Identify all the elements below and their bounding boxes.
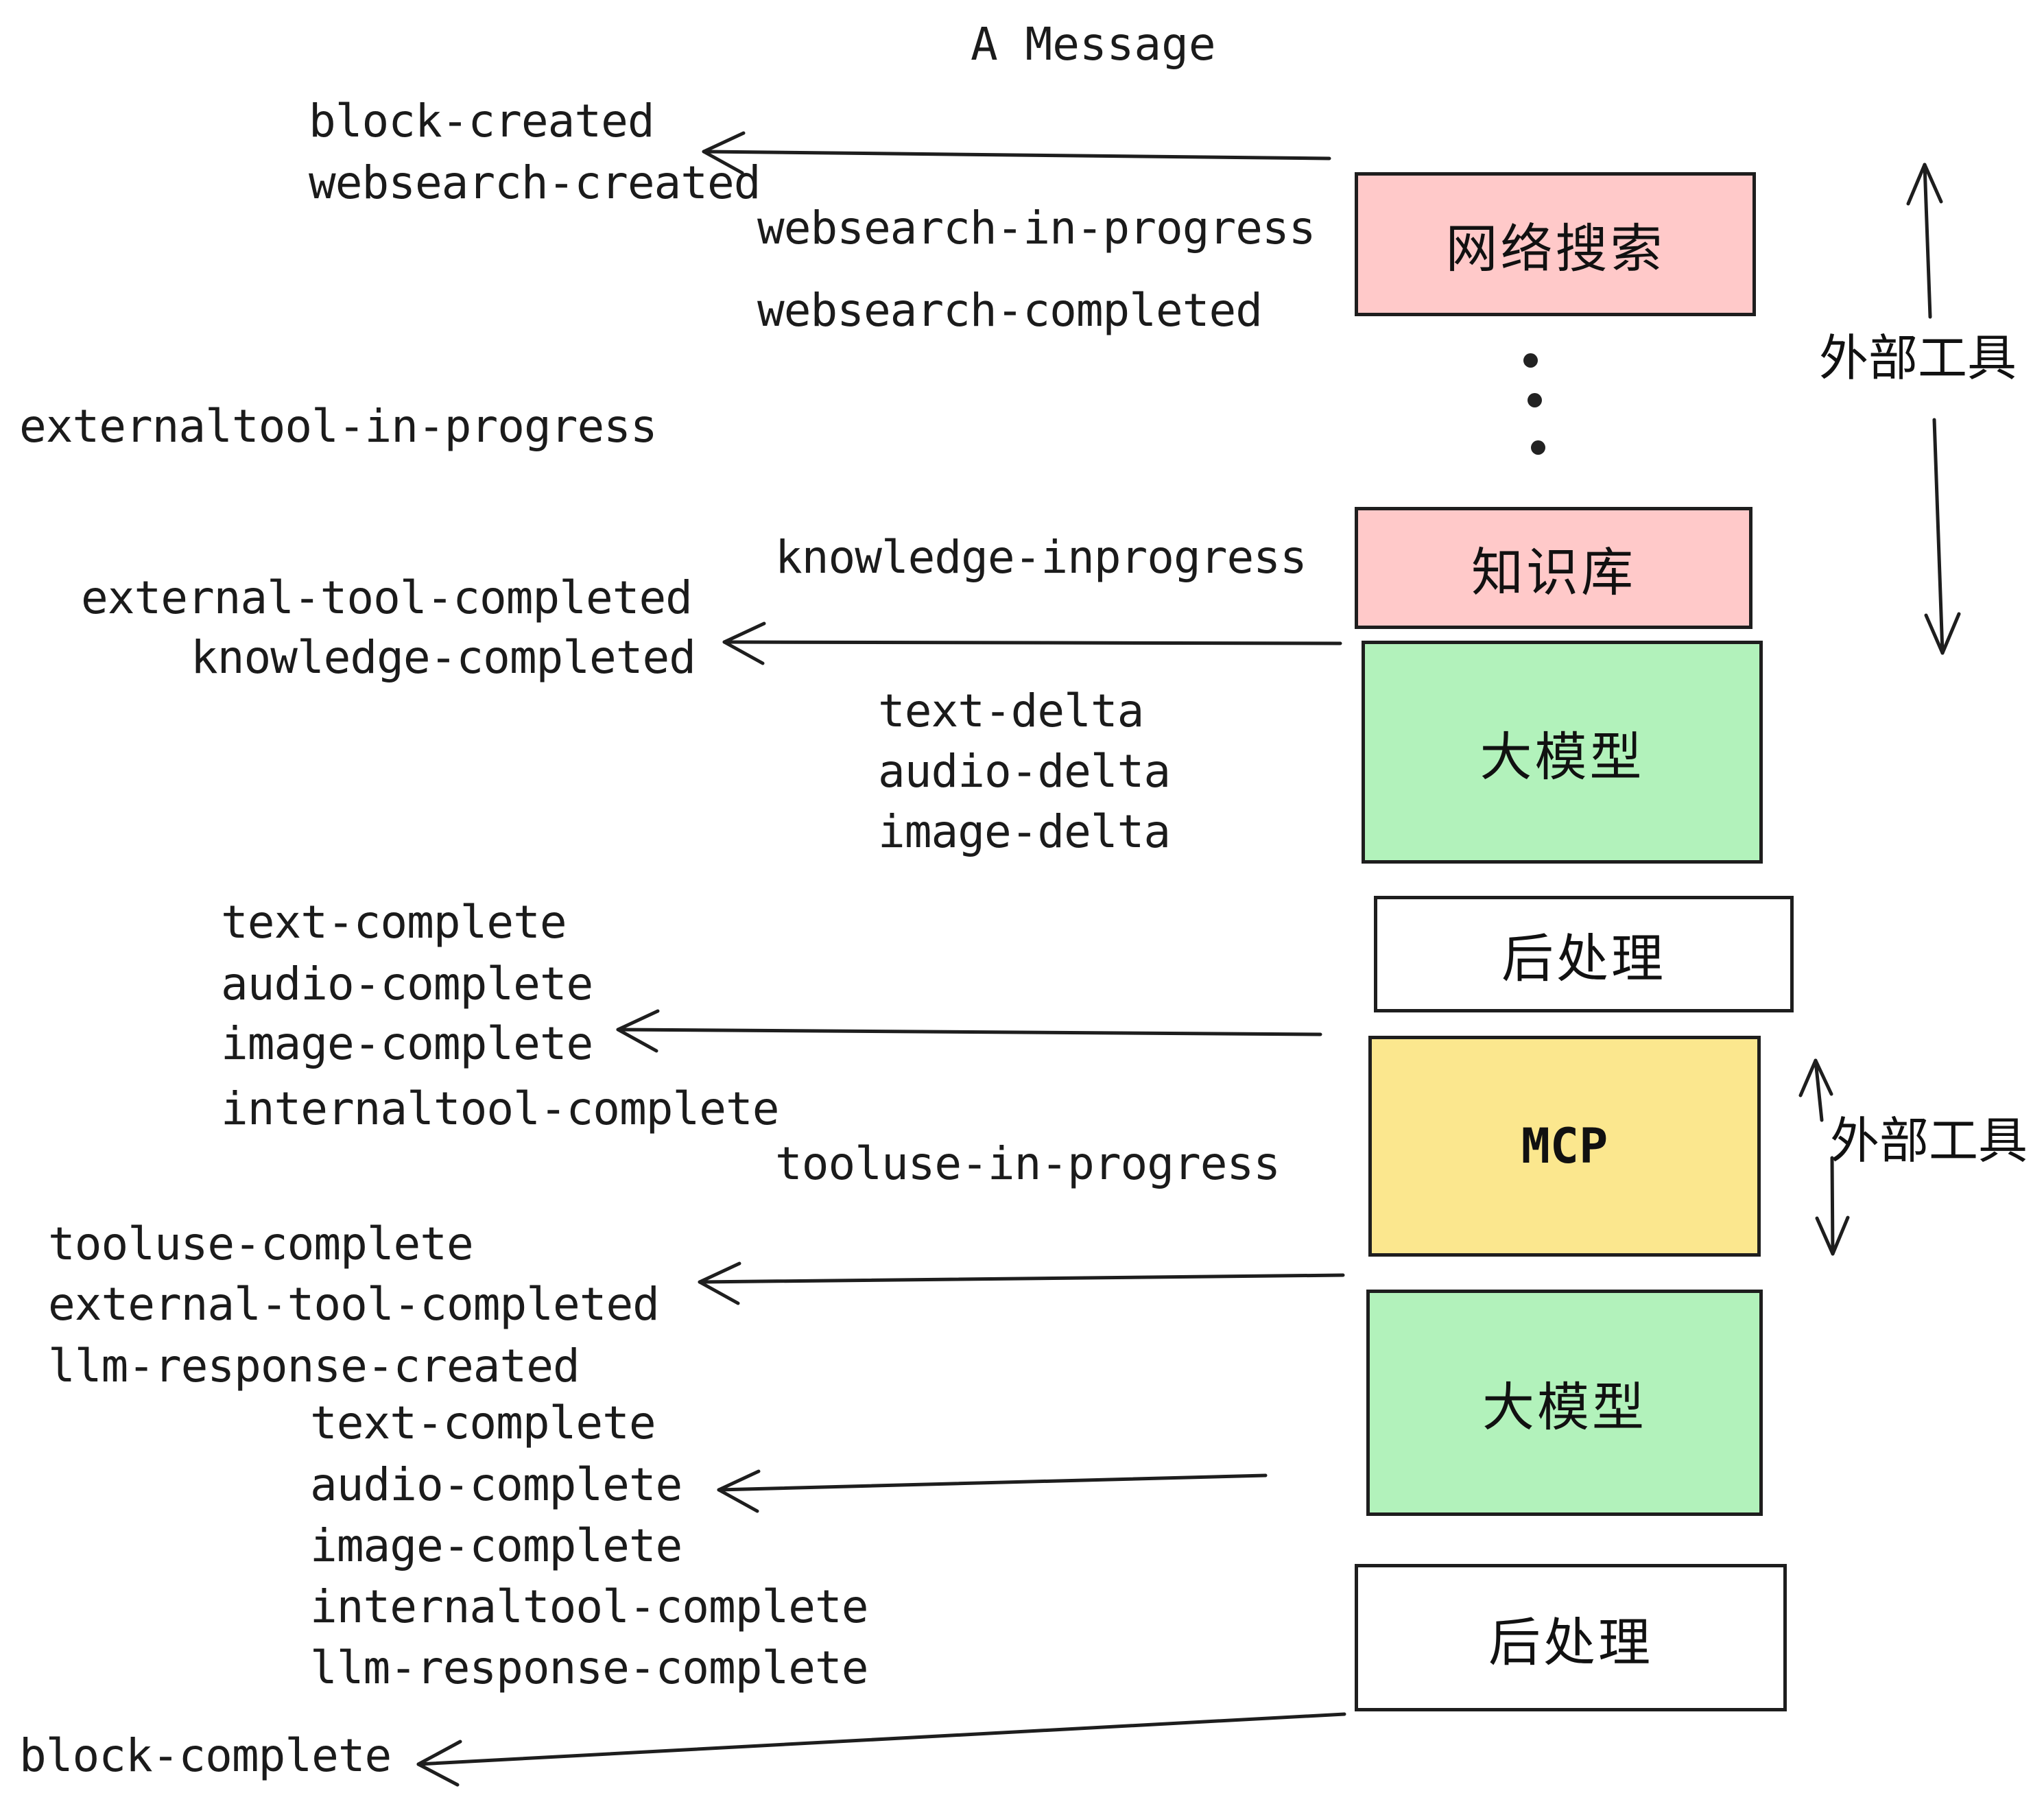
event-block-created: block-created	[309, 95, 655, 147]
event-text-complete-2: text-complete	[310, 1397, 656, 1449]
arrow-to-image-complete	[616, 1009, 1322, 1053]
event-image-complete-2: image-complete	[310, 1519, 682, 1572]
event-knowledge-completed: knowledge-completed	[191, 631, 696, 684]
event-text-delta: text-delta	[878, 685, 1144, 737]
box-llm-2: 大模型	[1366, 1290, 1763, 1516]
arrow-mcp-down	[1815, 1156, 1850, 1256]
event-image-delta: image-delta	[878, 805, 1171, 858]
box-mcp-label: MCP	[1521, 1118, 1608, 1174]
event-websearch-created: websearch-created	[309, 156, 761, 209]
event-internaltool-complete-2: internaltool-complete	[310, 1580, 868, 1633]
external-tools-label-top: 外部工具	[1819, 331, 2017, 386]
arrow-to-knowledge-completed	[722, 621, 1342, 665]
event-external-tool-completed-2: external-tool-completed	[48, 1278, 660, 1331]
event-external-tool-completed: external-tool-completed	[81, 571, 693, 624]
event-internaltool-complete: internaltool-complete	[221, 1082, 779, 1135]
box-llm-1: 大模型	[1362, 641, 1763, 864]
vertical-ellipsis-dot	[1531, 440, 1545, 455]
box-mcp: MCP	[1368, 1036, 1761, 1257]
event-websearch-in-progress: websearch-in-progress	[757, 202, 1316, 254]
event-knowledge-inprogress: knowledge-inprogress	[775, 531, 1307, 584]
box-websearch-label: 网络搜索	[1445, 220, 1665, 278]
arrow-to-tooluse-complete	[698, 1261, 1345, 1305]
box-knowledge: 知识库	[1355, 507, 1752, 629]
box-llm-1-label: 大模型	[1479, 728, 1645, 787]
box-knowledge-label: 知识库	[1471, 544, 1636, 602]
event-block-complete: block-complete	[19, 1729, 392, 1782]
event-image-complete: image-complete	[221, 1017, 593, 1070]
event-audio-delta: audio-delta	[878, 745, 1171, 798]
page-title: A Message	[971, 18, 1216, 71]
box-llm-2-label: 大模型	[1482, 1379, 1647, 1437]
box-websearch: 网络搜索	[1355, 172, 1756, 316]
event-tooluse-complete: tooluse-complete	[48, 1218, 474, 1270]
box-postprocess-2: 后处理	[1355, 1564, 1787, 1711]
event-llm-response-created: llm-response-created	[48, 1340, 580, 1392]
vertical-ellipsis-dot	[1523, 353, 1538, 368]
external-tools-label-mcp: 外部工具	[1830, 1114, 2028, 1169]
event-text-complete: text-complete	[221, 896, 567, 949]
arrow-mcp-up	[1798, 1058, 1833, 1122]
arrow-external-tools-down	[1924, 418, 1961, 655]
event-websearch-completed: websearch-completed	[757, 284, 1263, 337]
event-audio-complete-2: audio-complete	[310, 1458, 682, 1511]
box-postprocess-1-label: 后处理	[1501, 930, 1666, 988]
box-postprocess-1: 后处理	[1374, 896, 1794, 1012]
event-llm-response-complete: llm-response-complete	[310, 1641, 868, 1694]
arrow-external-tools-up	[1906, 163, 1943, 319]
event-audio-complete: audio-complete	[221, 958, 593, 1010]
arrow-to-block-created	[702, 131, 1331, 175]
arrow-to-audio-complete-2	[717, 1469, 1268, 1513]
arrow-to-block-complete	[416, 1712, 1346, 1787]
event-tooluse-in-progress: tooluse-in-progress	[775, 1137, 1281, 1190]
box-postprocess-2-label: 后处理	[1488, 1613, 1653, 1672]
vertical-ellipsis-dot	[1528, 393, 1542, 407]
event-externaltool-in-progress: externaltool-in-progress	[19, 400, 658, 453]
